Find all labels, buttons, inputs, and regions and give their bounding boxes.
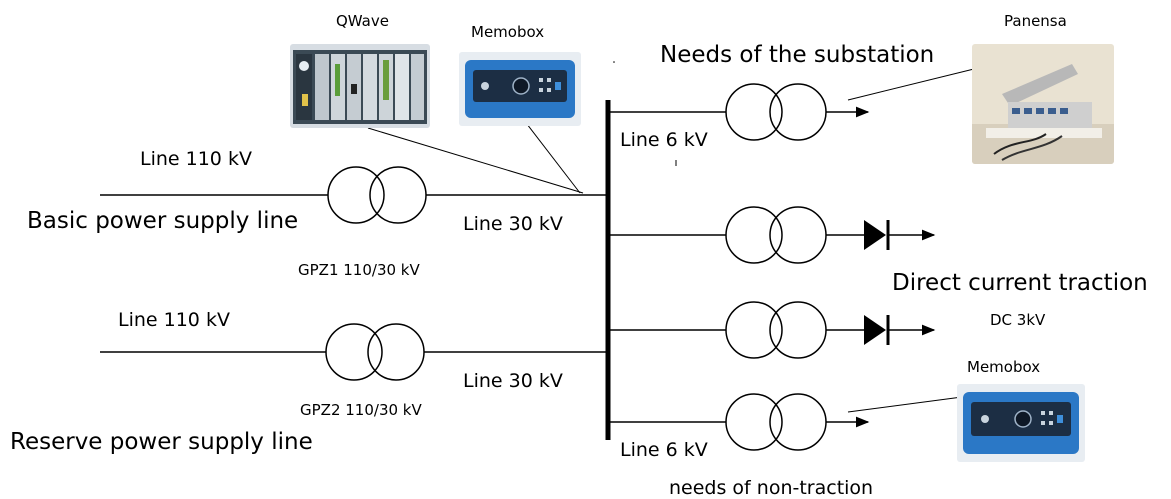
- reserve-power-supply-label: Reserve power supply line: [10, 429, 313, 455]
- transformer-gpz1-winding-1: [327, 166, 385, 224]
- qwave-connector: [367, 127, 584, 194]
- feeder-substation-needs: [608, 83, 870, 141]
- memobox-top-connector: [519, 114, 581, 194]
- memobox-bottom-connector: [847, 396, 963, 413]
- memobox-bottom-label: Memobox: [967, 358, 1041, 376]
- qwave-label: QWave: [336, 12, 389, 30]
- line-110kv-top-label: Line 110 kV: [140, 148, 252, 170]
- panensa-device-image: [972, 44, 1114, 164]
- transformer-gpz1-winding-2: [369, 166, 427, 224]
- gpz1-label: GPZ1 110/30 kV: [298, 261, 420, 279]
- feeder-non-traction-needs: [608, 393, 870, 451]
- line-6kv-top-label: Line 6 kV: [620, 129, 708, 151]
- line-6kv-bottom-label: Line 6 kV: [620, 439, 708, 461]
- basic-power-supply-label: Basic power supply line: [27, 208, 299, 234]
- diode-symbol: [864, 220, 886, 250]
- panensa-connector: [847, 67, 979, 101]
- line-30kv-bottom-label: Line 30 kV: [463, 370, 563, 392]
- transformer-gpz2-winding-2: [367, 323, 425, 381]
- feeder-dc-traction-1: [608, 206, 936, 264]
- dc-traction-label: Direct current traction: [892, 270, 1148, 296]
- transformer-gpz2-winding-1: [325, 323, 383, 381]
- needs-non-traction-label: needs of non-traction: [669, 477, 874, 499]
- supply-line-1: [100, 166, 608, 224]
- diode-symbol: [864, 315, 886, 345]
- qwave-device-image: [290, 44, 430, 128]
- memobox-top-device-image: [459, 52, 581, 126]
- supply-line-2: [100, 323, 608, 381]
- feeder-dc-traction-2: [608, 301, 936, 359]
- memobox-top-label: Memobox: [471, 23, 545, 41]
- line-30kv-top-label: Line 30 kV: [463, 213, 563, 235]
- panensa-label: Panensa: [1004, 12, 1067, 30]
- needs-of-substation-label: Needs of the substation: [660, 42, 935, 68]
- memobox-bottom-device-image: [957, 384, 1085, 462]
- dc-3kv-label: DC 3kV: [990, 311, 1046, 329]
- gpz2-label: GPZ2 110/30 kV: [300, 401, 422, 419]
- line-110kv-bottom-label: Line 110 kV: [118, 309, 230, 331]
